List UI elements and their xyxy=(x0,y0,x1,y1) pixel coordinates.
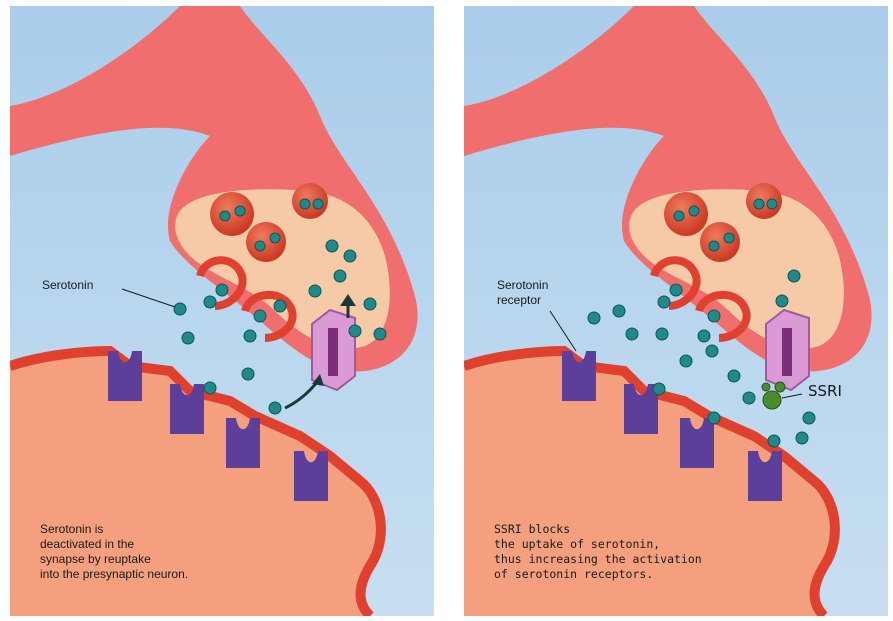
transporter-channel xyxy=(782,328,792,376)
ssri-caption: SSRI blocks the uptake of serotonin, thu… xyxy=(494,522,794,582)
serotonin-receptor-label: Serotonin receptor xyxy=(497,278,548,308)
vesicle xyxy=(246,222,286,262)
ssri-label: SSRI xyxy=(808,382,842,400)
ssri-panel: Serotonin receptor SSRI SSRI blocks the … xyxy=(464,6,888,616)
transporter-channel xyxy=(328,328,338,376)
reuptake-panel: Serotonin Serotonin is deactivated in th… xyxy=(10,6,434,616)
reuptake-caption: Serotonin is deactivated in the synapse … xyxy=(40,522,300,582)
serotonin-label: Serotonin xyxy=(42,278,93,292)
vesicle xyxy=(664,192,708,236)
vesicle xyxy=(210,192,254,236)
vesicle xyxy=(700,222,740,262)
